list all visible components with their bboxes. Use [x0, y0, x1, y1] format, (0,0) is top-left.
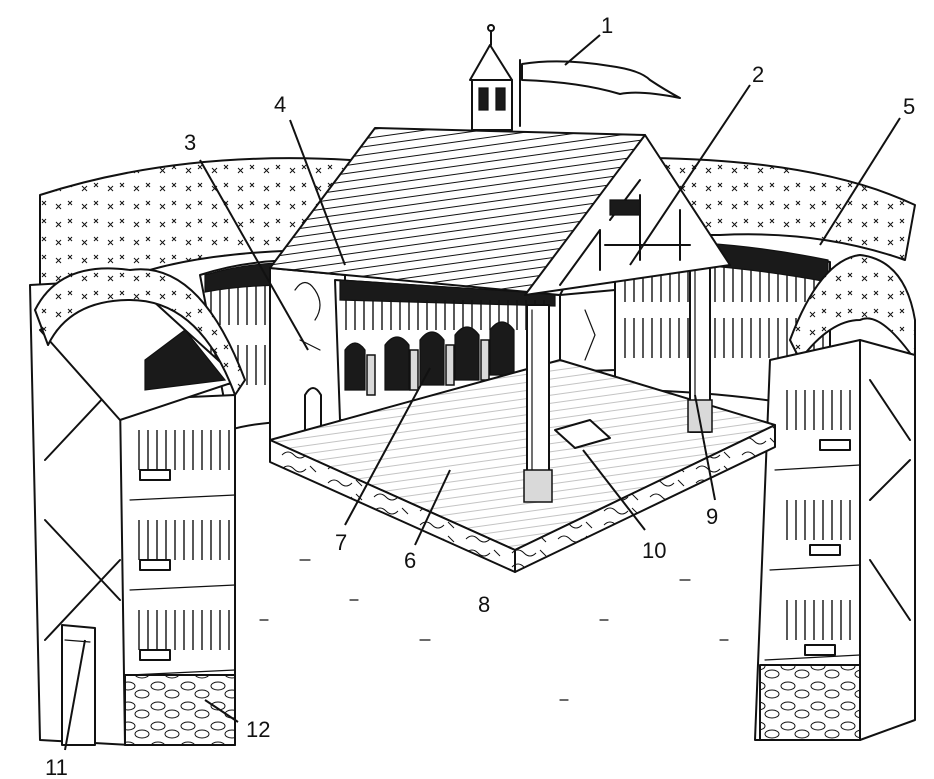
- leader-3: [199, 159, 309, 351]
- flag: [521, 60, 681, 99]
- leader-7: [344, 367, 431, 526]
- callout-6: 6: [404, 548, 416, 573]
- leader-6: [414, 469, 451, 546]
- callout-10: 10: [642, 538, 666, 563]
- callout-7: 7: [335, 530, 347, 555]
- callout-5: 5: [903, 94, 915, 119]
- heavens-roof: [269, 127, 731, 296]
- leader-2: [629, 84, 751, 266]
- callout-12: 12: [246, 717, 270, 742]
- callout-11: 11: [45, 755, 68, 779]
- callout-1: 1: [601, 13, 613, 38]
- stage-arches: [344, 321, 515, 396]
- thatched-roof-ring: [39, 157, 916, 286]
- callout-labels: 1 2 3 4 5 6 7 8 9 10 11 12: [45, 13, 915, 779]
- leader-4: [289, 119, 346, 266]
- leader-lines: [64, 34, 901, 751]
- yard-ground: [259, 559, 729, 701]
- leader-1: [564, 34, 601, 66]
- leader-12: [204, 699, 239, 723]
- callout-2: 2: [752, 62, 764, 87]
- leader-9: [694, 394, 716, 501]
- trap-door: [554, 419, 611, 449]
- callout-3: 3: [184, 130, 196, 155]
- roof-hut-with-flag: [469, 24, 681, 131]
- leader-10: [582, 449, 646, 531]
- left-gallery-section: [29, 267, 246, 746]
- leader-11: [64, 639, 86, 751]
- stage-platform: [269, 359, 776, 573]
- right-gallery-section: [754, 254, 916, 741]
- callout-4: 4: [274, 92, 286, 117]
- callout-9: 9: [706, 504, 718, 529]
- callout-8: 8: [478, 592, 490, 617]
- leader-5: [819, 117, 901, 246]
